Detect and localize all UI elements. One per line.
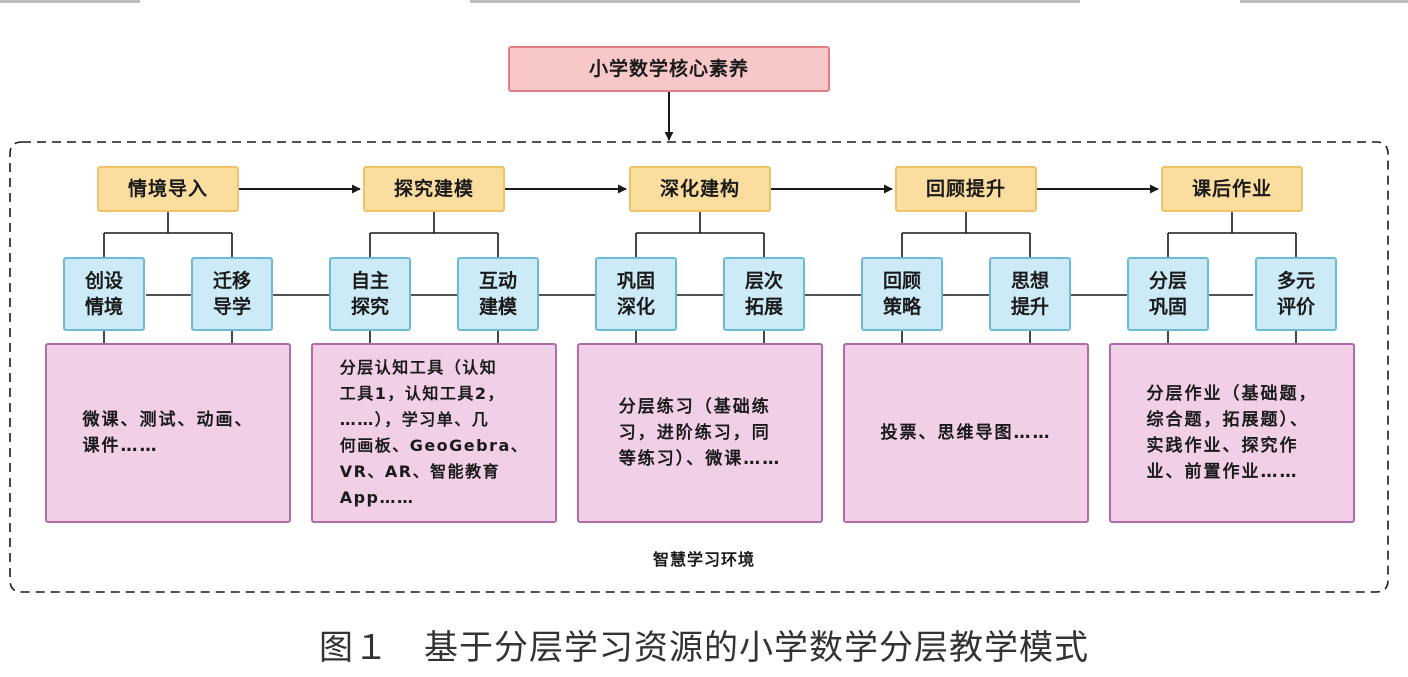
resource-box-explore-model: 分层认知工具（认知 工具1，认知工具2， ……），学习单、几 何画板、GeoGe… [311,343,557,523]
sub-box-review-strategy: 回顾 策略 [861,257,943,331]
sub-label: 层次 拓展 [744,270,783,318]
stage-box-context-intro: 情境导入 [97,166,239,212]
stage-label: 深化建构 [659,178,740,200]
sub-label: 回顾 策略 [882,270,921,318]
stage-label: 探究建模 [393,178,474,200]
top-line-left [0,0,140,3]
bracket-4 [901,212,1031,257]
figure-caption: 图１ 基于分层学习资源的小学数学分层教学模式 [319,628,1089,668]
sub-label: 多元 评价 [1276,270,1315,318]
bracket-5 [1167,212,1297,257]
bracket-1 [103,212,233,257]
bracket-2 [369,212,499,257]
stage-box-homework: 课后作业 [1161,166,1303,212]
sub-box-interactive-model: 互动 建模 [457,257,539,331]
stage-label: 情境导入 [127,178,208,200]
stage-box-review-improve: 回顾提升 [895,166,1037,212]
sub-label: 分层 巩固 [1148,270,1187,318]
top-line-middle [470,0,1080,3]
resource-text: 分层认知工具（认知 工具1，认知工具2， ……），学习单、几 何画板、GeoGe… [339,358,529,507]
sub-label: 思想 提升 [1010,270,1049,318]
resource-text: 分层作业（基础题， 综合题，拓展题）、 实践作业、探究作 业、前置作业…… [1146,384,1318,482]
sub-label: 创设 情境 [84,270,123,318]
resource-box-context-intro: 微课、测试、动画、 课件…… [45,343,291,523]
resource-text: 投票、思维导图…… [880,423,1052,443]
sub-label: 自主 探究 [350,270,389,318]
sub-label: 巩固 深化 [616,270,655,318]
stage-label: 回顾提升 [925,178,1006,200]
sub-box-transfer-guide: 迁移 导学 [191,257,273,331]
sub-box-diverse-evaluation: 多元 评价 [1255,257,1337,331]
resource-box-deepen-construct: 分层练习（基础练 习，进阶练习，同 等练习）、微课…… [577,343,823,523]
sub-box-level-expand: 层次 拓展 [723,257,805,331]
resource-text: 分层练习（基础练 习，进阶练习，同 等练习）、微课…… [618,397,782,469]
stage-label: 课后作业 [1191,178,1272,200]
top-line-right [1240,0,1408,3]
core-literacy-box: 小学数学核心素养 [508,46,830,92]
stage-box-explore-model: 探究建模 [363,166,505,212]
sub-box-self-explore: 自主 探究 [329,257,411,331]
sub-box-thought-improve: 思想 提升 [989,257,1071,331]
resource-box-homework: 分层作业（基础题， 综合题，拓展题）、 实践作业、探究作 业、前置作业…… [1109,343,1355,523]
resource-ticks [103,331,1297,343]
sub-box-layered-consolidate: 分层 巩固 [1127,257,1209,331]
bracket-3 [635,212,765,257]
resource-box-review-improve: 投票、思维导图…… [843,343,1089,523]
sub-box-consolidate-deepen: 巩固 深化 [595,257,677,331]
environment-label: 智慧学习环境 [652,550,755,569]
sub-label: 迁移 导学 [212,270,251,318]
sub-box-create-situation: 创设 情境 [63,257,145,331]
stage-box-deepen-construct: 深化建构 [629,166,771,212]
sub-label: 互动 建模 [478,270,517,318]
resource-text: 微课、测试、动画、 课件…… [82,410,254,456]
core-literacy-label: 小学数学核心素养 [588,58,749,80]
